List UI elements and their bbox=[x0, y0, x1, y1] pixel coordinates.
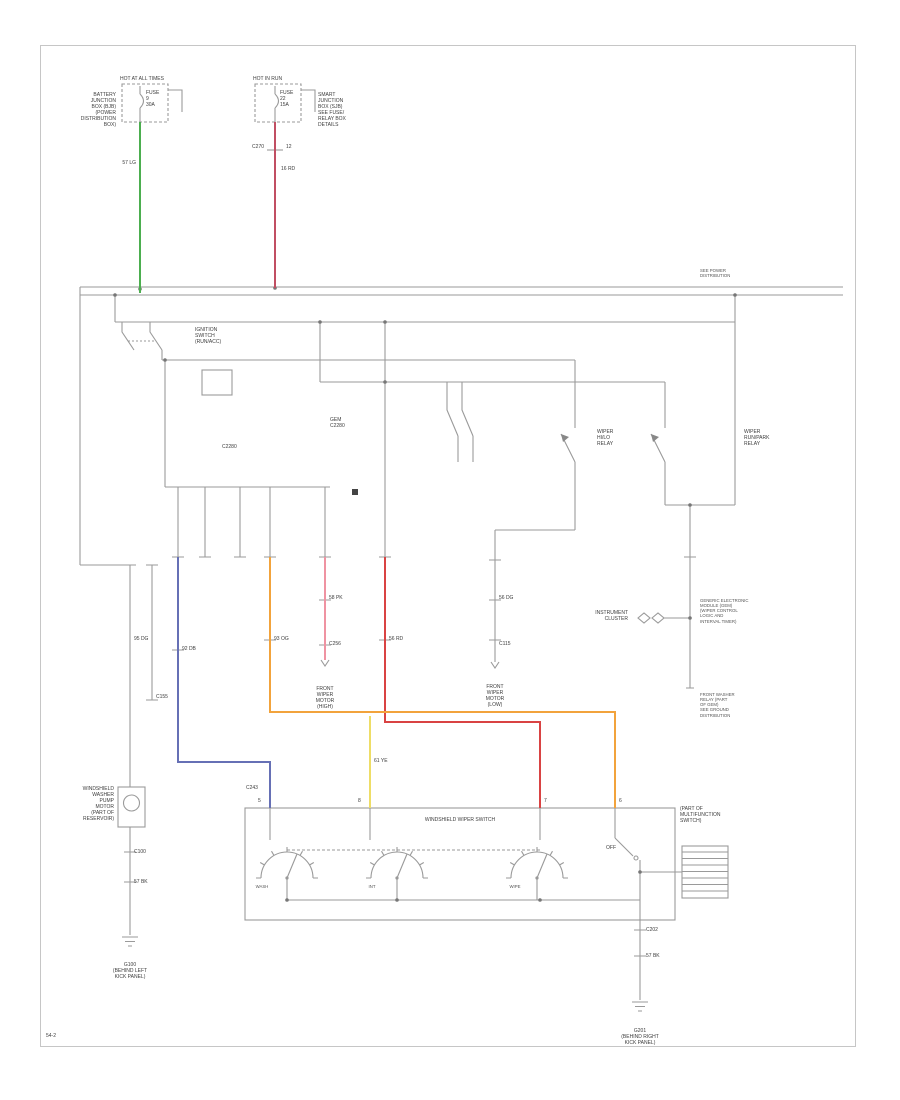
power-distribution-note: SEE POWER DISTRIBUTION bbox=[700, 268, 731, 279]
dg-wire-label: 56 DG bbox=[499, 595, 514, 601]
red-wire-label: 16 RD bbox=[281, 166, 296, 172]
orange-wire-label: 93 OG bbox=[274, 636, 289, 642]
pin-12-label: 12 bbox=[286, 144, 292, 150]
ground-g201-label: G201 (BEHIND RIGHT KICK PANEL) bbox=[621, 1028, 659, 1046]
wipe-arc-label: WIPE bbox=[509, 884, 521, 889]
wash-arc-label: WASH bbox=[255, 884, 269, 889]
battery-junction-box-label: BATTERY JUNCTION BOX (BJB) (POWER DISTRI… bbox=[80, 92, 116, 128]
wiper-hi-lo-relay-label: WIPER HI/LO RELAY bbox=[597, 429, 614, 447]
connector-c155-label: C155 bbox=[156, 694, 168, 700]
wiper-run-park-relay-label: WIPER RUN/PARK RELAY bbox=[744, 429, 770, 447]
switch-ground-wire-label: 57 BK bbox=[646, 953, 660, 959]
gem-tag-label: GEM C2280 bbox=[330, 417, 345, 429]
fuse22-label: FUSE 22 15A bbox=[280, 90, 294, 108]
pink-wire-label: 58 PK bbox=[329, 595, 343, 601]
off-position-label: OFF bbox=[606, 845, 616, 851]
connector-c100-label: C100 bbox=[134, 849, 146, 855]
connector-c115-label: C115 bbox=[499, 641, 511, 647]
connector-c243-label: C243 bbox=[246, 785, 258, 791]
diagram-border-frame bbox=[40, 45, 856, 1047]
hot-at-all-times-label: HOT AT ALL TIMES bbox=[120, 76, 164, 82]
orange-switch-wire bbox=[269, 557, 616, 808]
yellow-wire-label: 61 YE bbox=[374, 758, 388, 764]
green-wire-label: 57 LG bbox=[122, 160, 136, 166]
red-switch-wire bbox=[384, 557, 541, 808]
hot-in-run-label: HOT IN RUN bbox=[253, 76, 283, 82]
ignition-switch-label: IGNITION SWITCH (RUN/ACC) bbox=[195, 327, 222, 345]
instrument-cluster-label: INSTRUMENT CLUSTER bbox=[595, 610, 628, 622]
washer-relay-block-label: FRONT WASHER RELAY (PART OF GEM) SEE GRO… bbox=[700, 692, 735, 718]
wiper-switch-title: WINDSHIELD WIPER SWITCH bbox=[424, 817, 496, 823]
pin-8-label: 8 bbox=[358, 798, 361, 804]
gem-module-block-label: GENERIC ELECTRONIC MODULE (GEM) (WIPER C… bbox=[700, 598, 749, 624]
connector-c270-label: C270 bbox=[252, 144, 264, 150]
ground-g100-label: G100 (BEHIND LEFT KICK PANEL) bbox=[112, 962, 148, 980]
multifunction-switch-note: (PART OF MULTIFUNCTION SWITCH) bbox=[680, 806, 721, 824]
pin-6-label: 6 bbox=[619, 798, 622, 804]
connector-c202-label: C202 bbox=[646, 927, 658, 933]
junction-dots bbox=[113, 286, 737, 902]
wiper-motor-high-label: FRONT WIPER MOTOR (HIGH) bbox=[315, 686, 335, 710]
smart-junction-box-label: SMART JUNCTION BOX (SJB) SEE FUSE/ RELAY… bbox=[318, 92, 346, 128]
connector-c2280-label: C2280 bbox=[222, 444, 237, 450]
pin-7-label: 7 bbox=[544, 798, 547, 804]
pin-5-label: 5 bbox=[258, 798, 261, 804]
int-arc-label: INT bbox=[368, 884, 376, 889]
red2-wire-label: 56 RD bbox=[389, 636, 404, 642]
blue-switch-wire bbox=[177, 557, 271, 808]
washer-pump-label: WINDSHIELD WASHER PUMP MOTOR (PART OF RE… bbox=[82, 786, 114, 822]
fuse9-label: FUSE 9 30A bbox=[146, 90, 160, 108]
pump-ground-wire-label: 57 BK bbox=[134, 879, 148, 885]
pump-wire-label: 95 DG bbox=[134, 636, 149, 642]
gray-circuit-lines bbox=[79, 83, 843, 1012]
blue-wire-label: 92 DB bbox=[182, 646, 196, 652]
connector-c256-label: C256 bbox=[329, 641, 341, 647]
wiper-motor-low-label: FRONT WIPER MOTOR (LOW) bbox=[485, 684, 505, 708]
page-code-label: 54-2 bbox=[46, 1033, 57, 1039]
